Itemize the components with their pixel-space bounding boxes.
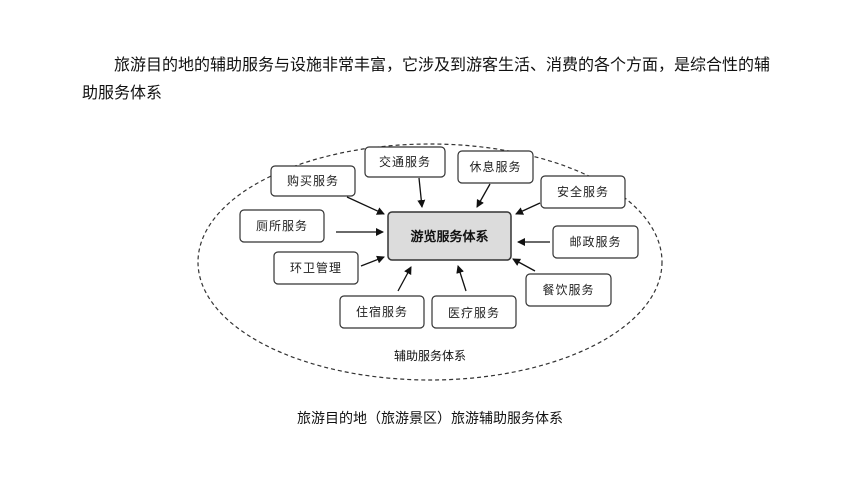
- arrow-rest: [476, 183, 491, 208]
- service-box-sanitation: 环卫管理: [273, 251, 359, 285]
- service-box-rest: 休息服务: [457, 150, 534, 184]
- service-label-toilet: 厕所服务: [256, 218, 308, 233]
- service-label-rest: 休息服务: [469, 159, 521, 174]
- intro-paragraph: 旅游目的地的辅助服务与设施非常丰富，它涉及到游客生活、消费的各个方面，是综合性的…: [82, 55, 771, 102]
- core-node: 游览服务体系: [387, 211, 512, 261]
- service-label-sanitation: 环卫管理: [290, 260, 342, 275]
- service-box-postal: 邮政服务: [552, 225, 639, 259]
- service-box-medical: 医疗服务: [431, 295, 517, 329]
- service-label-transport: 交通服务: [379, 154, 431, 169]
- service-label-postal: 邮政服务: [569, 234, 621, 249]
- arrow-safety: [515, 202, 541, 215]
- service-box-lodging: 住宿服务: [339, 295, 425, 329]
- service-label-dining: 餐饮服务: [542, 282, 594, 297]
- figure-caption: 旅游目的地（旅游景区）旅游辅助服务体系: [297, 411, 563, 427]
- arrow-dining: [512, 258, 536, 272]
- service-label-medical: 医疗服务: [448, 305, 500, 320]
- service-label-lodging: 住宿服务: [356, 304, 408, 319]
- auxiliary-system-boundary: [197, 143, 663, 381]
- arrow-medical: [456, 265, 467, 292]
- arrows: [336, 177, 550, 292]
- service-box-transport: 交通服务: [364, 146, 446, 178]
- core-node-label: 游览服务体系: [410, 229, 488, 245]
- arrow-sanitation: [360, 255, 385, 267]
- service-box-safety: 安全服务: [540, 175, 626, 209]
- service-label-safety: 安全服务: [557, 184, 609, 199]
- arrow-transport: [417, 177, 426, 208]
- arrow-lodging: [397, 266, 412, 292]
- service-label-purchase: 购买服务: [287, 173, 339, 188]
- arrow-purchase: [346, 196, 385, 215]
- service-box-dining: 餐饮服务: [525, 273, 612, 307]
- service-box-purchase: 购买服务: [270, 165, 356, 197]
- auxiliary-system-label: 辅助服务体系: [394, 348, 466, 363]
- service-box-toilet: 厕所服务: [239, 209, 325, 243]
